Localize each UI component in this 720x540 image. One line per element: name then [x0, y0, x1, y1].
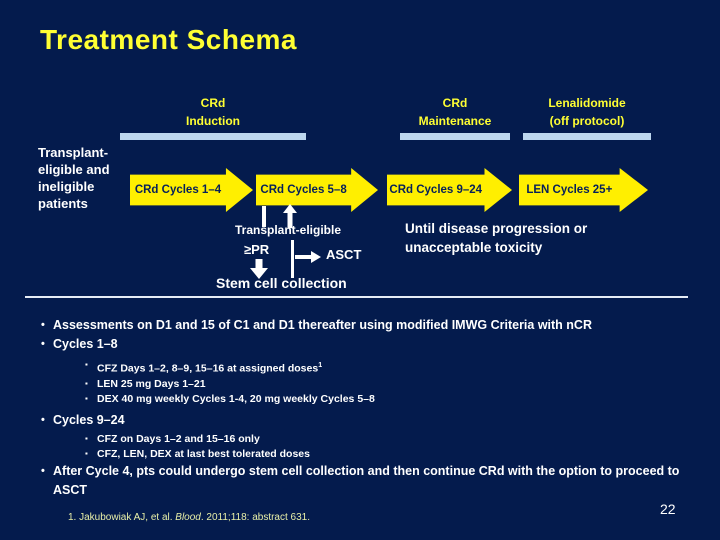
asct-label: ASCT: [326, 247, 362, 262]
branch-group-label: Transplant-eligible: [234, 223, 342, 237]
column-header-line: CRd: [442, 96, 468, 110]
sub-bullet-item: LEN 25 mg Days 1–21: [84, 376, 692, 392]
right-arrow-icon: [295, 251, 321, 263]
page-title: Treatment Schema: [40, 24, 297, 55]
up-arrow-icon: [283, 204, 297, 228]
citation: 1. Jakubowiak AJ, et al. Blood. 2011;118…: [68, 512, 310, 523]
bullet-item: After Cycle 4, pts could undergo stem ce…: [40, 462, 692, 500]
maintenance-note: Until disease progression or unacceptabl…: [405, 221, 588, 255]
down-line-connector: [262, 206, 266, 227]
column-header-lenalidomide: Lenalidomide (off protocol): [518, 94, 656, 130]
flow-arrow-cycles-1-4: CRd Cycles 1–4: [130, 168, 253, 212]
page-number: 22: [660, 501, 676, 517]
sub-bullet-item: CFZ, LEN, DEX at last best tolerated dos…: [84, 446, 692, 462]
bullet-text: CFZ on Days 1–2 and 15–16 only: [97, 432, 260, 445]
flow-arrow-cycles-25plus: LEN Cycles 25+: [519, 168, 648, 212]
header-underline-maintenance: [400, 133, 510, 140]
bullet-text: Cycles 1–8: [53, 337, 118, 351]
column-header-line: Induction: [186, 114, 240, 128]
bullet-text: After Cycle 4, pts could undergo stem ce…: [53, 463, 680, 497]
column-header-line: Lenalidomide: [548, 96, 626, 110]
column-header-line: (off protocol): [549, 114, 625, 128]
bullet-text: CFZ Days 1–2, 8–9, 15–16 at assigned dos…: [97, 362, 319, 375]
flow-arrow-cycles-9-24: CRd Cycles 9–24: [387, 168, 512, 212]
bullet-item: Cycles 9–24: [40, 411, 692, 430]
citation-prefix: 1. Jakubowiak AJ, et al.: [68, 512, 176, 523]
flow-arrow-label: CRd Cycles 5–8: [260, 184, 347, 196]
flow-arrow-label: CRd Cycles 9–24: [389, 184, 483, 196]
bullet-item: Assessments on D1 and 15 of C1 and D1 th…: [40, 316, 692, 335]
column-header-line: CRd: [200, 96, 226, 110]
divider-line: [25, 296, 688, 298]
header-underline-lenalidomide: [523, 133, 651, 140]
bullet-text: Cycles 9–24: [53, 412, 125, 427]
header-underline-induction: [120, 133, 306, 140]
sub-bullet-item: CFZ Days 1–2, 8–9, 15–16 at assigned dos…: [84, 357, 692, 377]
bullet-list: Assessments on D1 and 15 of C1 and D1 th…: [40, 316, 692, 500]
column-header-induction: CRd Induction: [120, 94, 306, 130]
branch-line: [291, 240, 294, 278]
citation-suffix: . 2011;118: abstract 631.: [200, 512, 311, 523]
flow-arrow-label: CRd Cycles 1–4: [134, 184, 222, 196]
bullet-item: Cycles 1–8: [40, 335, 692, 354]
column-header-maintenance: CRd Maintenance: [395, 94, 515, 130]
down-arrow-icon: [250, 259, 268, 279]
sub-bullet-item: CFZ on Days 1–2 and 15–16 only: [84, 431, 692, 447]
flow-arrow-label: LEN Cycles 25+: [526, 184, 613, 196]
pr-label: ≥PR: [244, 242, 270, 257]
flow-arrow-cycles-5-8: CRd Cycles 5–8: [256, 168, 378, 212]
citation-journal: Blood: [175, 512, 201, 523]
column-header-line: Maintenance: [418, 114, 492, 128]
stem-cell-collection-label: Stem cell collection: [216, 275, 347, 291]
bullet-text: DEX 40 mg weekly Cycles 1-4, 20 mg weekl…: [97, 392, 375, 405]
sub-bullet-item: DEX 40 mg weekly Cycles 1-4, 20 mg weekl…: [84, 391, 692, 407]
bullet-text: Assessments on D1 and 15 of C1 and D1 th…: [53, 318, 592, 332]
bullet-text: LEN 25 mg Days 1–21: [97, 377, 206, 390]
bullet-text: CFZ, LEN, DEX at last best tolerated dos…: [97, 447, 310, 460]
patient-group-label: Transplant-eligible and ineligible patie…: [38, 145, 110, 211]
footnote-marker: 1: [318, 362, 323, 369]
